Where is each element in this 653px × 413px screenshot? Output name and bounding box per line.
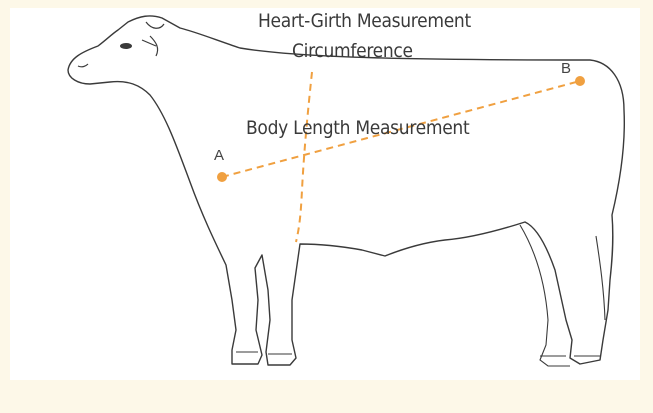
point-b-label: B xyxy=(561,60,571,77)
point-b-marker xyxy=(575,76,585,86)
cow-outline xyxy=(68,16,624,365)
point-a-label: A xyxy=(214,147,224,164)
heart-girth-label: Heart-Girth Measurement xyxy=(258,10,471,32)
nostril xyxy=(78,64,88,67)
body-contours xyxy=(236,225,605,366)
body-length-label: Body Length Measurement xyxy=(246,117,469,139)
ear-detail xyxy=(142,22,164,56)
point-a-marker xyxy=(217,172,227,182)
eye xyxy=(120,43,132,49)
circumference-label: Circumference xyxy=(292,40,413,62)
